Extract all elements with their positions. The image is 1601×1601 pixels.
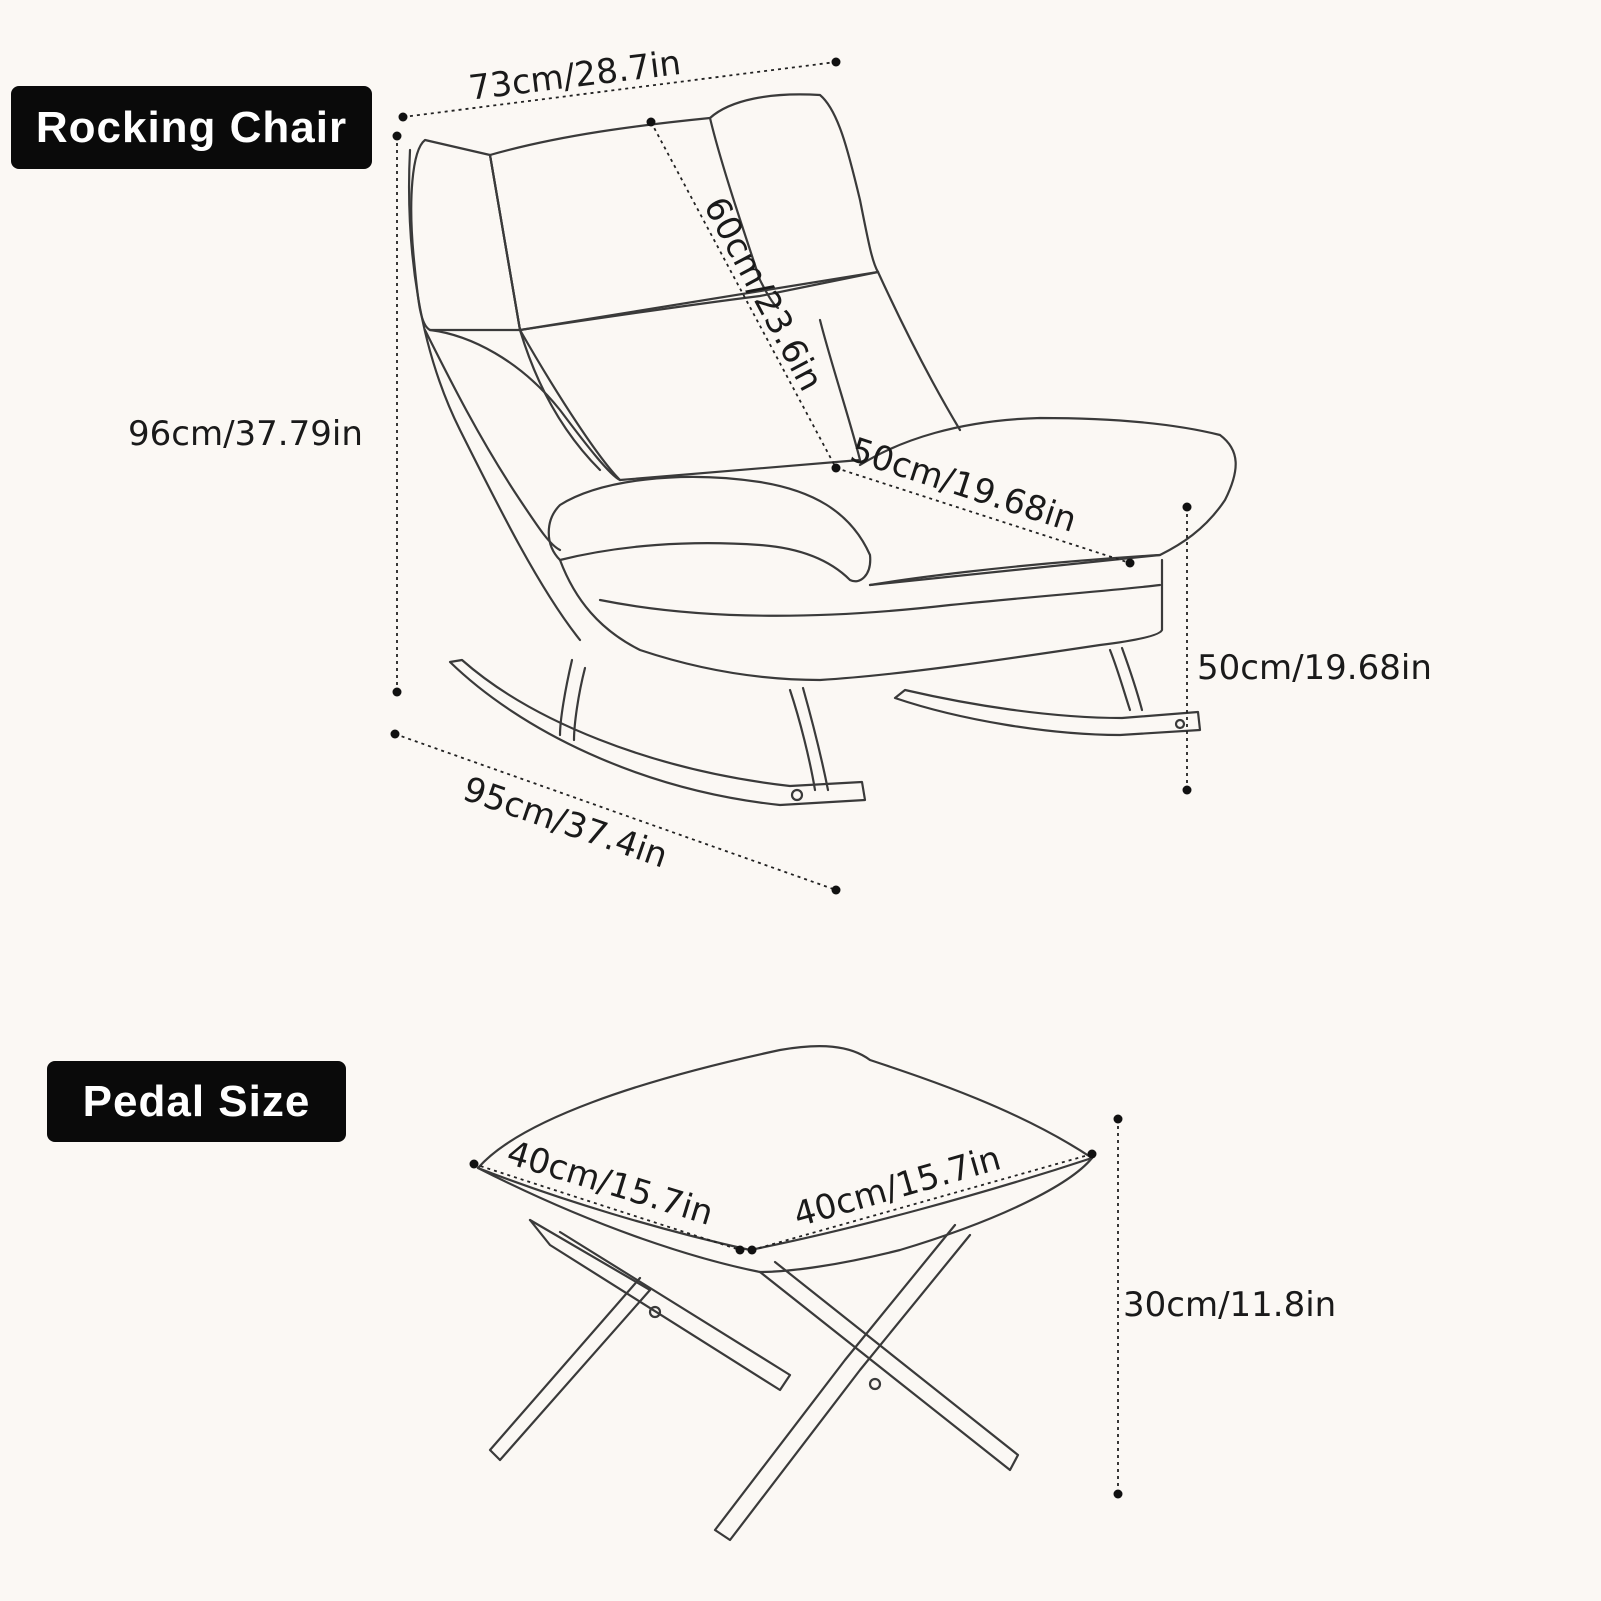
pedal-size-title: Pedal Size (47, 1061, 346, 1142)
pedal-ottoman-drawing (476, 1045, 1094, 1542)
rocking-chair-title: Rocking Chair (11, 86, 372, 169)
chair-height-label: 96cm/37.79in (128, 414, 363, 454)
pedal-height-label: 30cm/11.8in (1123, 1285, 1337, 1325)
rocking-chair-drawing (407, 93, 1237, 807)
chair-seat-height-label: 50cm/19.68in (1197, 648, 1432, 688)
